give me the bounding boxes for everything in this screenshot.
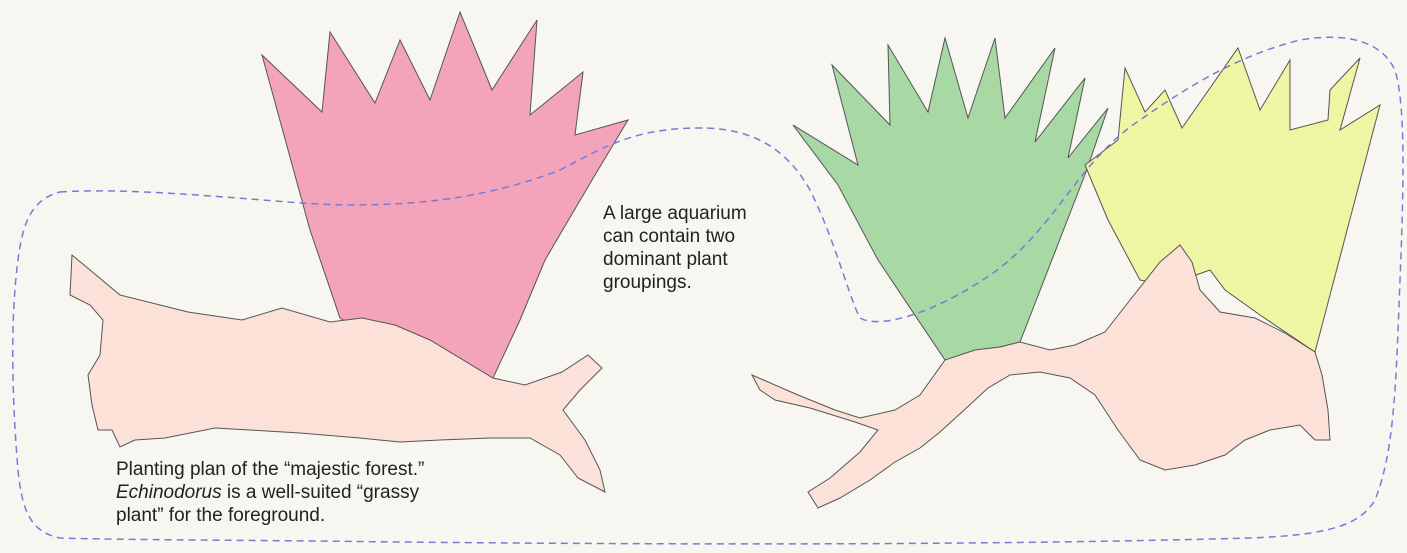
center-note-line-4: groupings. — [603, 271, 823, 294]
caption-genus-name: Echinodorus — [116, 482, 222, 503]
center-note: A large aquarium can contain two dominan… — [603, 202, 823, 294]
center-note-line-1: A large aquarium — [603, 202, 823, 225]
center-note-line-2: can contain two — [603, 225, 823, 248]
caption-line-1: Planting plan of the “majestic forest.” — [116, 458, 456, 481]
caption-line-3: plant” for the foreground. — [116, 504, 456, 527]
caption: Planting plan of the “majestic forest.” … — [116, 458, 456, 527]
caption-line-2-rest: is a well-suited “grassy — [222, 482, 419, 503]
center-note-line-3: dominant plant — [603, 248, 823, 271]
caption-line-2: Echinodorus is a well-suited “grassy — [116, 481, 456, 504]
green-plant-group — [793, 38, 1108, 360]
